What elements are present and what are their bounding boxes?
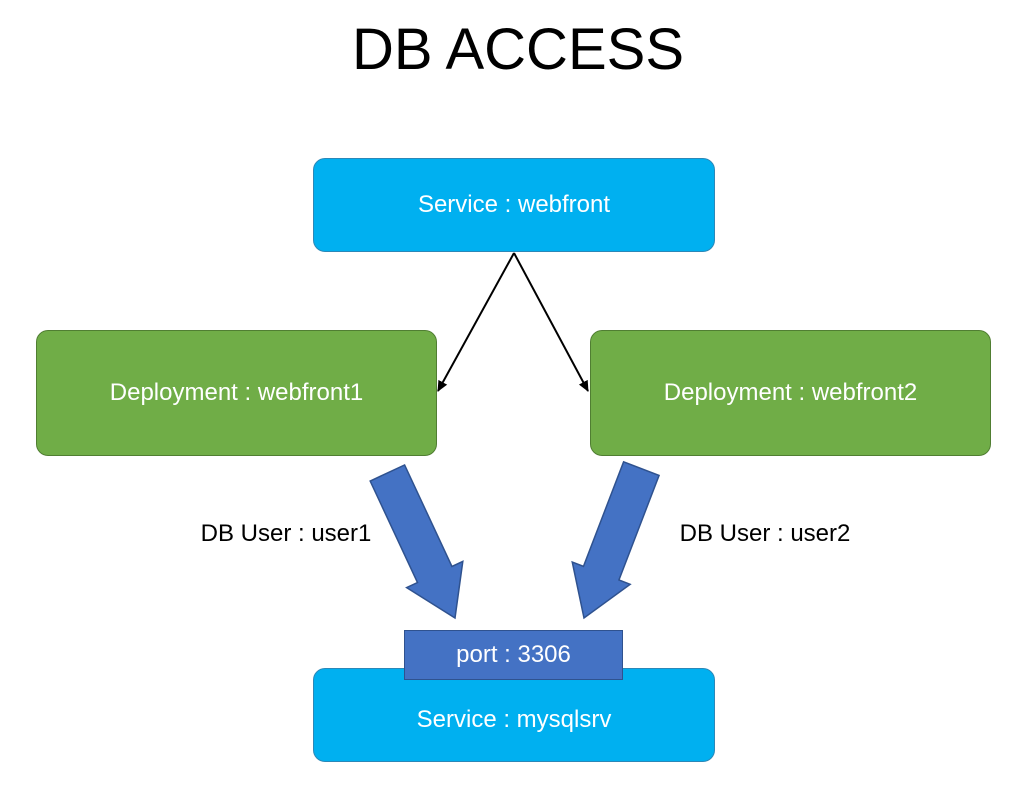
port-tab: port : 3306 [404,630,623,680]
service-webfront-node: Service : webfront [313,158,715,252]
port-label: port : 3306 [456,641,571,668]
arrow-webfront-to-webfront2 [513,252,589,392]
deployment-webfront2-node: Deployment : webfront2 [590,330,991,456]
service-webfront-label: Service : webfront [417,191,611,218]
deployment-webfront1-node: Deployment : webfront1 [36,330,437,456]
service-mysqlsrv-node: Service : mysqlsrv [313,668,715,762]
service-mysqlsrv-label: Service : mysqlsrv [416,706,612,733]
block-arrow-user2 [571,460,661,620]
db-user2-label: DB User : user2 [679,520,851,547]
deployment-webfront2-label: Deployment : webfront2 [663,379,918,406]
db-user1-label: DB User : user1 [200,520,372,547]
block-arrow-user1 [369,463,464,620]
deployment-webfront1-label: Deployment : webfront1 [109,379,364,406]
diagram-title: DB ACCESS [352,17,684,82]
arrow-webfront-to-webfront1 [437,252,515,392]
